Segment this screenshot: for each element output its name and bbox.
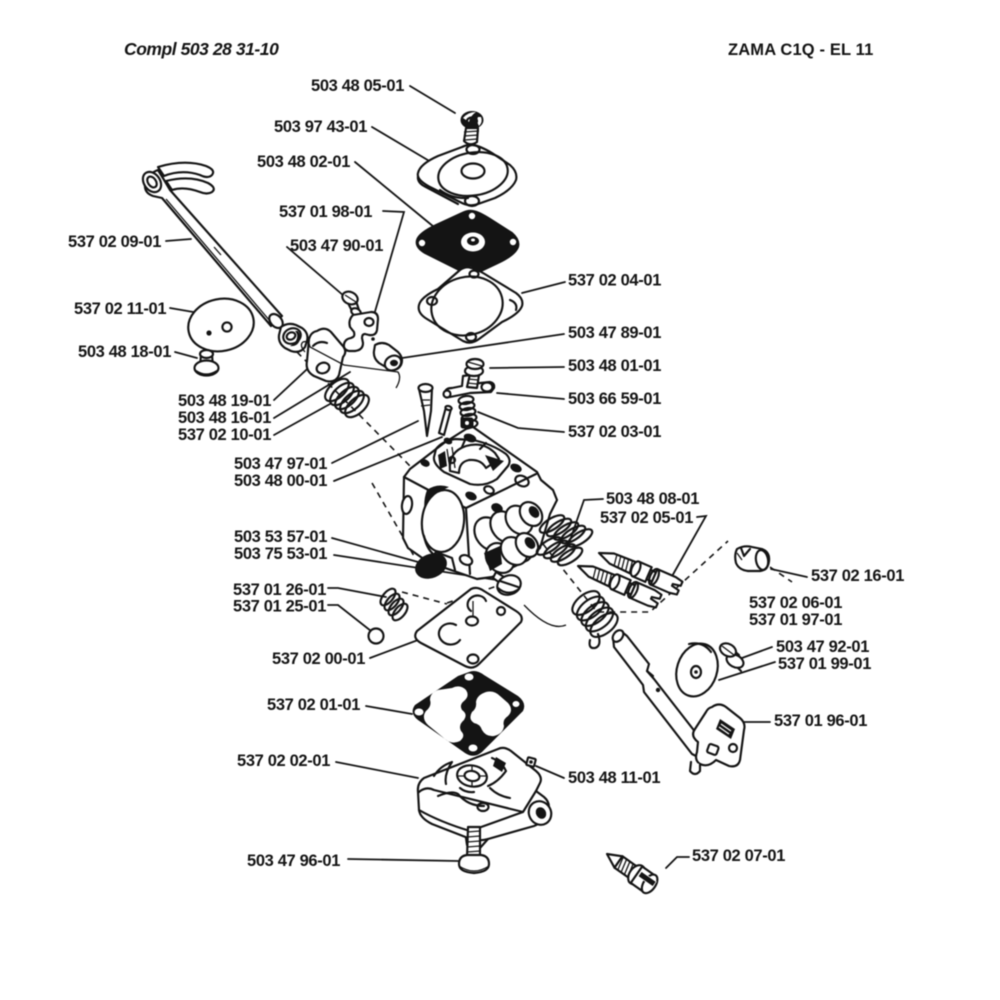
svg-text:503 75 53-01: 503 75 53-01: [234, 545, 327, 563]
svg-text:537 01 97-01: 537 01 97-01: [749, 611, 842, 629]
svg-text:537 01 25-01: 537 01 25-01: [233, 598, 326, 616]
svg-text:503 97 43-01: 503 97 43-01: [274, 118, 367, 136]
svg-text:503 47 97-01: 503 47 97-01: [234, 455, 327, 473]
svg-text:503 47 96-01: 503 47 96-01: [247, 852, 340, 870]
svg-text:503 48 11-01: 503 48 11-01: [568, 769, 660, 787]
svg-text:ZAMA C1Q - EL 11: ZAMA C1Q - EL 11: [728, 41, 873, 59]
svg-text:503 48 19-01: 503 48 19-01: [178, 392, 271, 410]
svg-text:537 01 26-01: 537 01 26-01: [233, 581, 326, 599]
svg-text:503 48 18-01: 503 48 18-01: [78, 343, 171, 361]
svg-text:503 48 02-01: 503 48 02-01: [257, 153, 350, 171]
svg-text:537 01 96-01: 537 01 96-01: [774, 712, 867, 730]
svg-text:537 02 03-01: 537 02 03-01: [568, 423, 661, 441]
svg-text:503 53 57-01: 503 53 57-01: [234, 528, 327, 546]
svg-text:Compl 503 28 31-10: Compl 503 28 31-10: [124, 39, 279, 59]
svg-text:503 48 08-01: 503 48 08-01: [606, 490, 699, 508]
svg-text:503 47 90-01: 503 47 90-01: [290, 237, 383, 255]
svg-text:537 02 05-01: 537 02 05-01: [600, 509, 693, 527]
svg-text:503 48 05-01: 503 48 05-01: [311, 77, 404, 95]
svg-text:537 02 01-01: 537 02 01-01: [267, 696, 360, 714]
svg-text:503 48 01-01: 503 48 01-01: [568, 357, 661, 375]
svg-text:503 48 16-01: 503 48 16-01: [178, 409, 271, 427]
svg-text:503 47 89-01: 503 47 89-01: [568, 324, 661, 342]
svg-text:503 48 00-01: 503 48 00-01: [234, 472, 327, 490]
svg-text:503 47 92-01: 503 47 92-01: [776, 638, 869, 656]
svg-text:537 02 07-01: 537 02 07-01: [692, 847, 785, 865]
svg-text:537 02 16-01: 537 02 16-01: [811, 567, 904, 585]
svg-text:537 02 09-01: 537 02 09-01: [68, 233, 161, 251]
svg-text:537 02 11-01: 537 02 11-01: [74, 300, 166, 318]
svg-text:503 66 59-01: 503 66 59-01: [568, 390, 661, 408]
svg-text:537 02 00-01: 537 02 00-01: [272, 650, 365, 668]
svg-text:537 02 04-01: 537 02 04-01: [568, 272, 661, 290]
svg-text:537 02 06-01: 537 02 06-01: [749, 594, 842, 612]
svg-text:537 01 98-01: 537 01 98-01: [279, 203, 372, 221]
svg-text:537 01 99-01: 537 01 99-01: [778, 655, 871, 673]
svg-text:537 02 10-01: 537 02 10-01: [178, 426, 271, 444]
svg-text:537 02 02-01: 537 02 02-01: [237, 752, 330, 770]
